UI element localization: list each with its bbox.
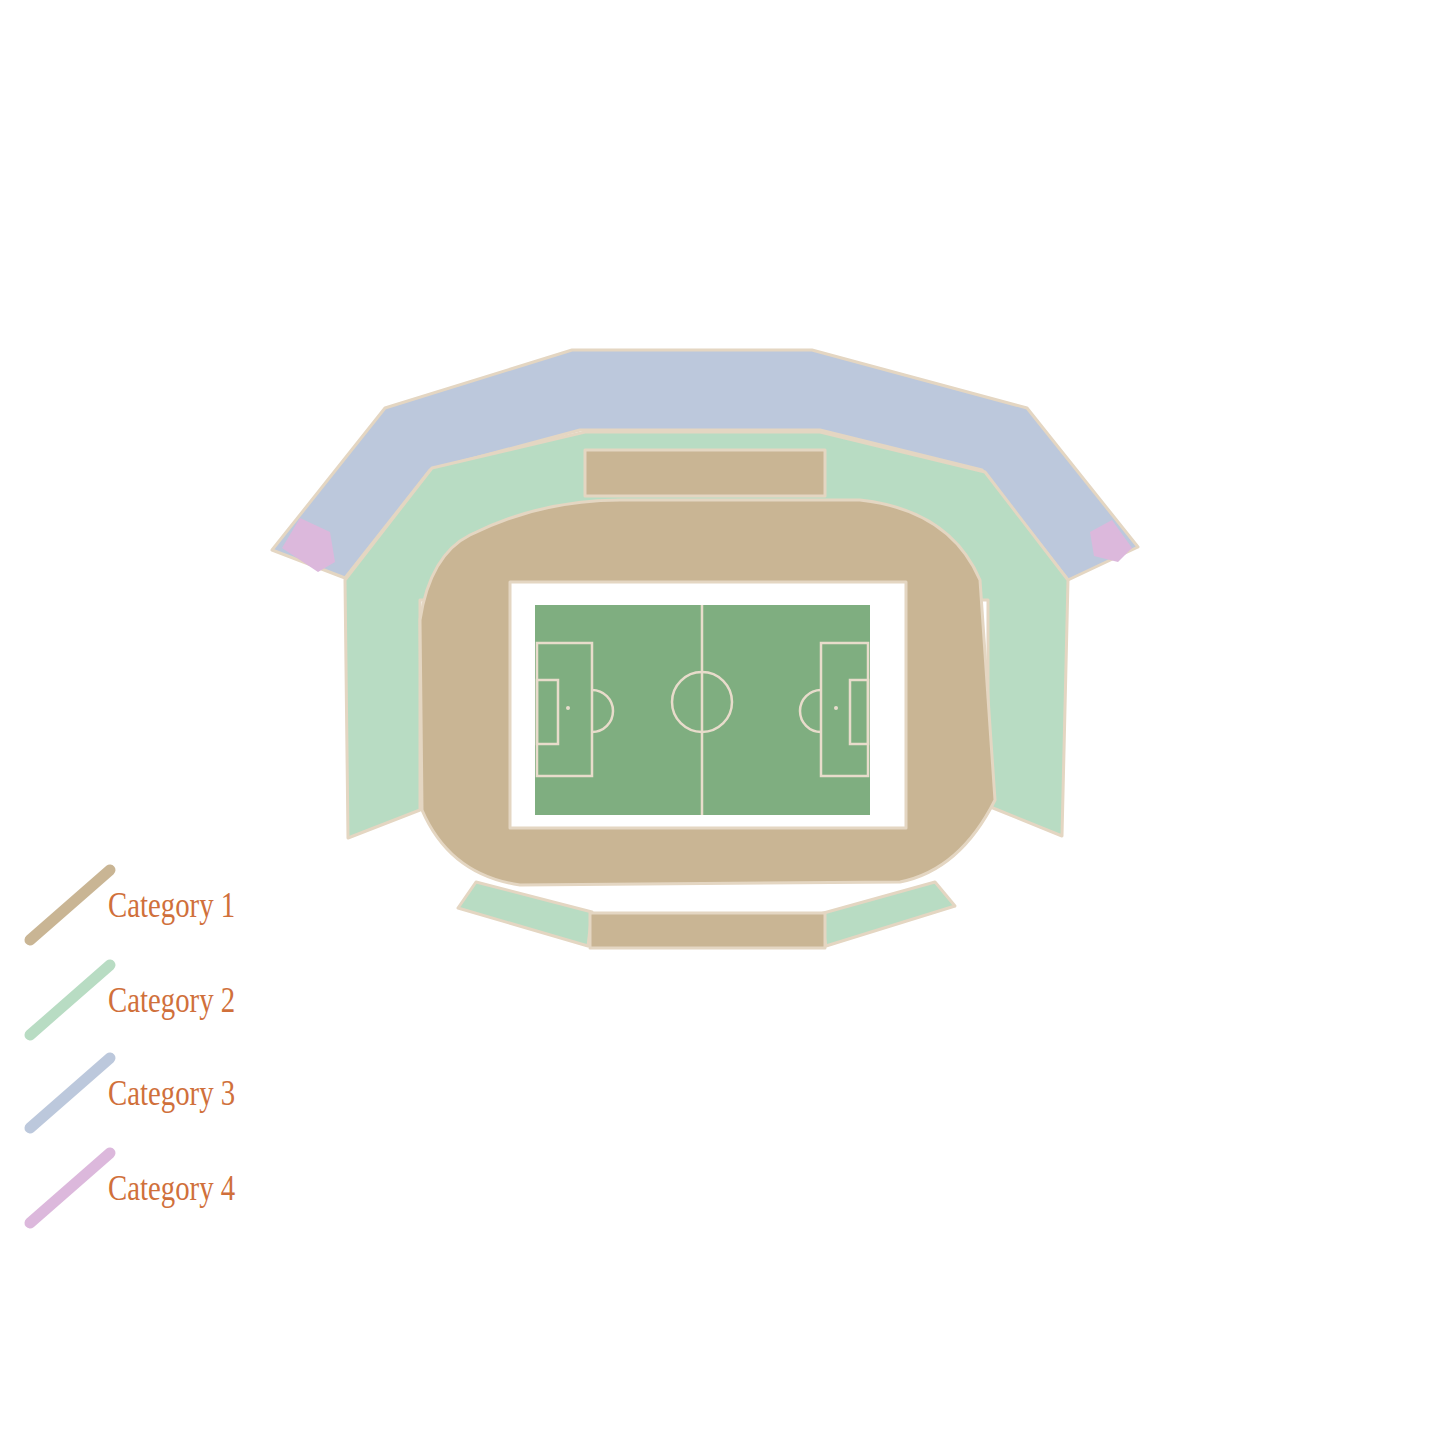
legend-swatch [20,1143,120,1233]
pitch-apron [510,582,906,828]
swatch-stroke [30,870,110,940]
corner-section [1090,520,1132,562]
legend-label: Category 4 [108,1143,235,1233]
pitch-markings [537,605,868,815]
legend-label: Category 3 [108,1048,235,1138]
legend-item: Category 4 [20,1143,320,1233]
penalty-spot [566,706,570,710]
legend-item: Category 2 [20,955,320,1045]
bottom-block [590,913,825,948]
lower-corner [820,882,955,946]
top-block [585,450,825,496]
lower-corner [458,882,592,946]
swatch-stroke [30,1058,110,1128]
swatch-stroke [30,965,110,1035]
swatch-stroke [30,1153,110,1223]
legend-label: Category 2 [108,955,235,1045]
pitch [535,605,870,815]
legend-swatch [20,1048,120,1138]
penalty-spot [834,706,838,710]
legend-item: Category 1 [20,860,320,950]
legend-swatch [20,955,120,1045]
legend-item: Category 3 [20,1048,320,1138]
legend-label: Category 1 [108,860,235,950]
legend-swatch [20,860,120,950]
corner-section [282,518,335,572]
lower-ring [420,500,995,885]
